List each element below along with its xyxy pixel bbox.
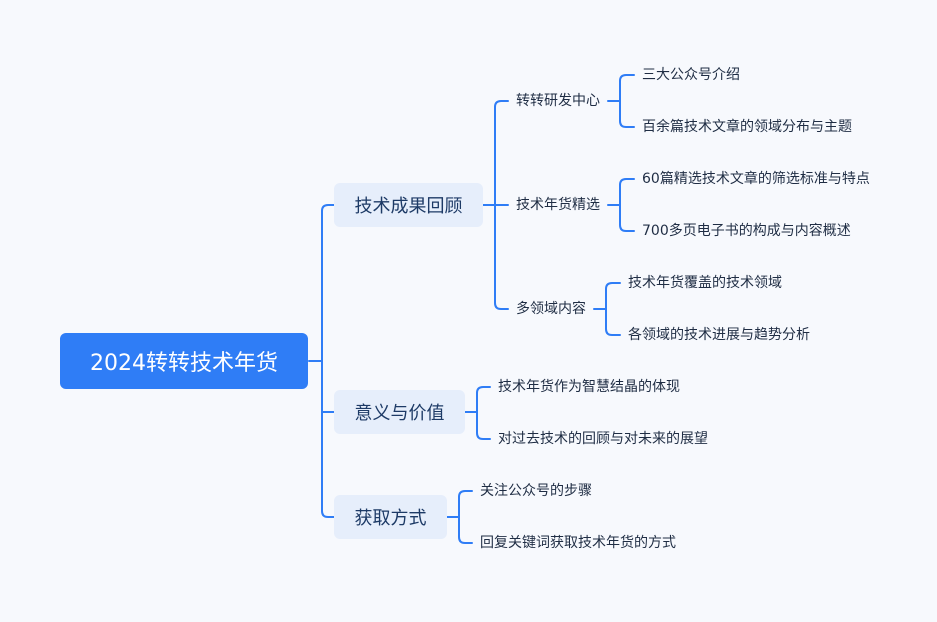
branch-node-meaning-value[interactable]: 意义与价值 [334, 390, 465, 434]
root-node[interactable]: 2024转转技术年货 [60, 333, 308, 389]
edge-sub1 [607, 74, 635, 128]
edge-branch2 [464, 386, 491, 440]
edge-sub2 [607, 178, 635, 232]
leaf-node[interactable]: 对过去技术的回顾与对未来的展望 [498, 431, 708, 447]
branch-node-how-to-get[interactable]: 获取方式 [334, 495, 447, 539]
edge-sub3 [593, 282, 621, 336]
leaf-node[interactable]: 百余篇技术文章的领域分布与主题 [642, 119, 852, 135]
sub-node-multi-domain[interactable]: 多领域内容 [516, 301, 586, 317]
leaf-node[interactable]: 各领域的技术进展与趋势分析 [628, 327, 810, 343]
edge-root-trunk [308, 204, 335, 518]
leaf-node[interactable]: 回复关键词获取技术年货的方式 [480, 535, 676, 551]
sub-node-rd-center[interactable]: 转转研发中心 [516, 93, 600, 109]
leaf-node[interactable]: 60篇精选技术文章的筛选标准与特点 [642, 171, 870, 187]
leaf-node[interactable]: 关注公众号的步骤 [480, 483, 592, 499]
leaf-node[interactable]: 技术年货作为智慧结晶的体现 [498, 379, 680, 395]
branch-node-tech-review[interactable]: 技术成果回顾 [334, 183, 483, 227]
leaf-node[interactable]: 三大公众号介绍 [642, 67, 740, 83]
leaf-node[interactable]: 技术年货覆盖的技术领域 [628, 275, 782, 291]
edge-branch1 [482, 100, 509, 310]
edge-branch3 [446, 490, 473, 544]
sub-node-annual-picks[interactable]: 技术年货精选 [516, 197, 600, 213]
leaf-node[interactable]: 700多页电子书的构成与内容概述 [642, 223, 851, 239]
